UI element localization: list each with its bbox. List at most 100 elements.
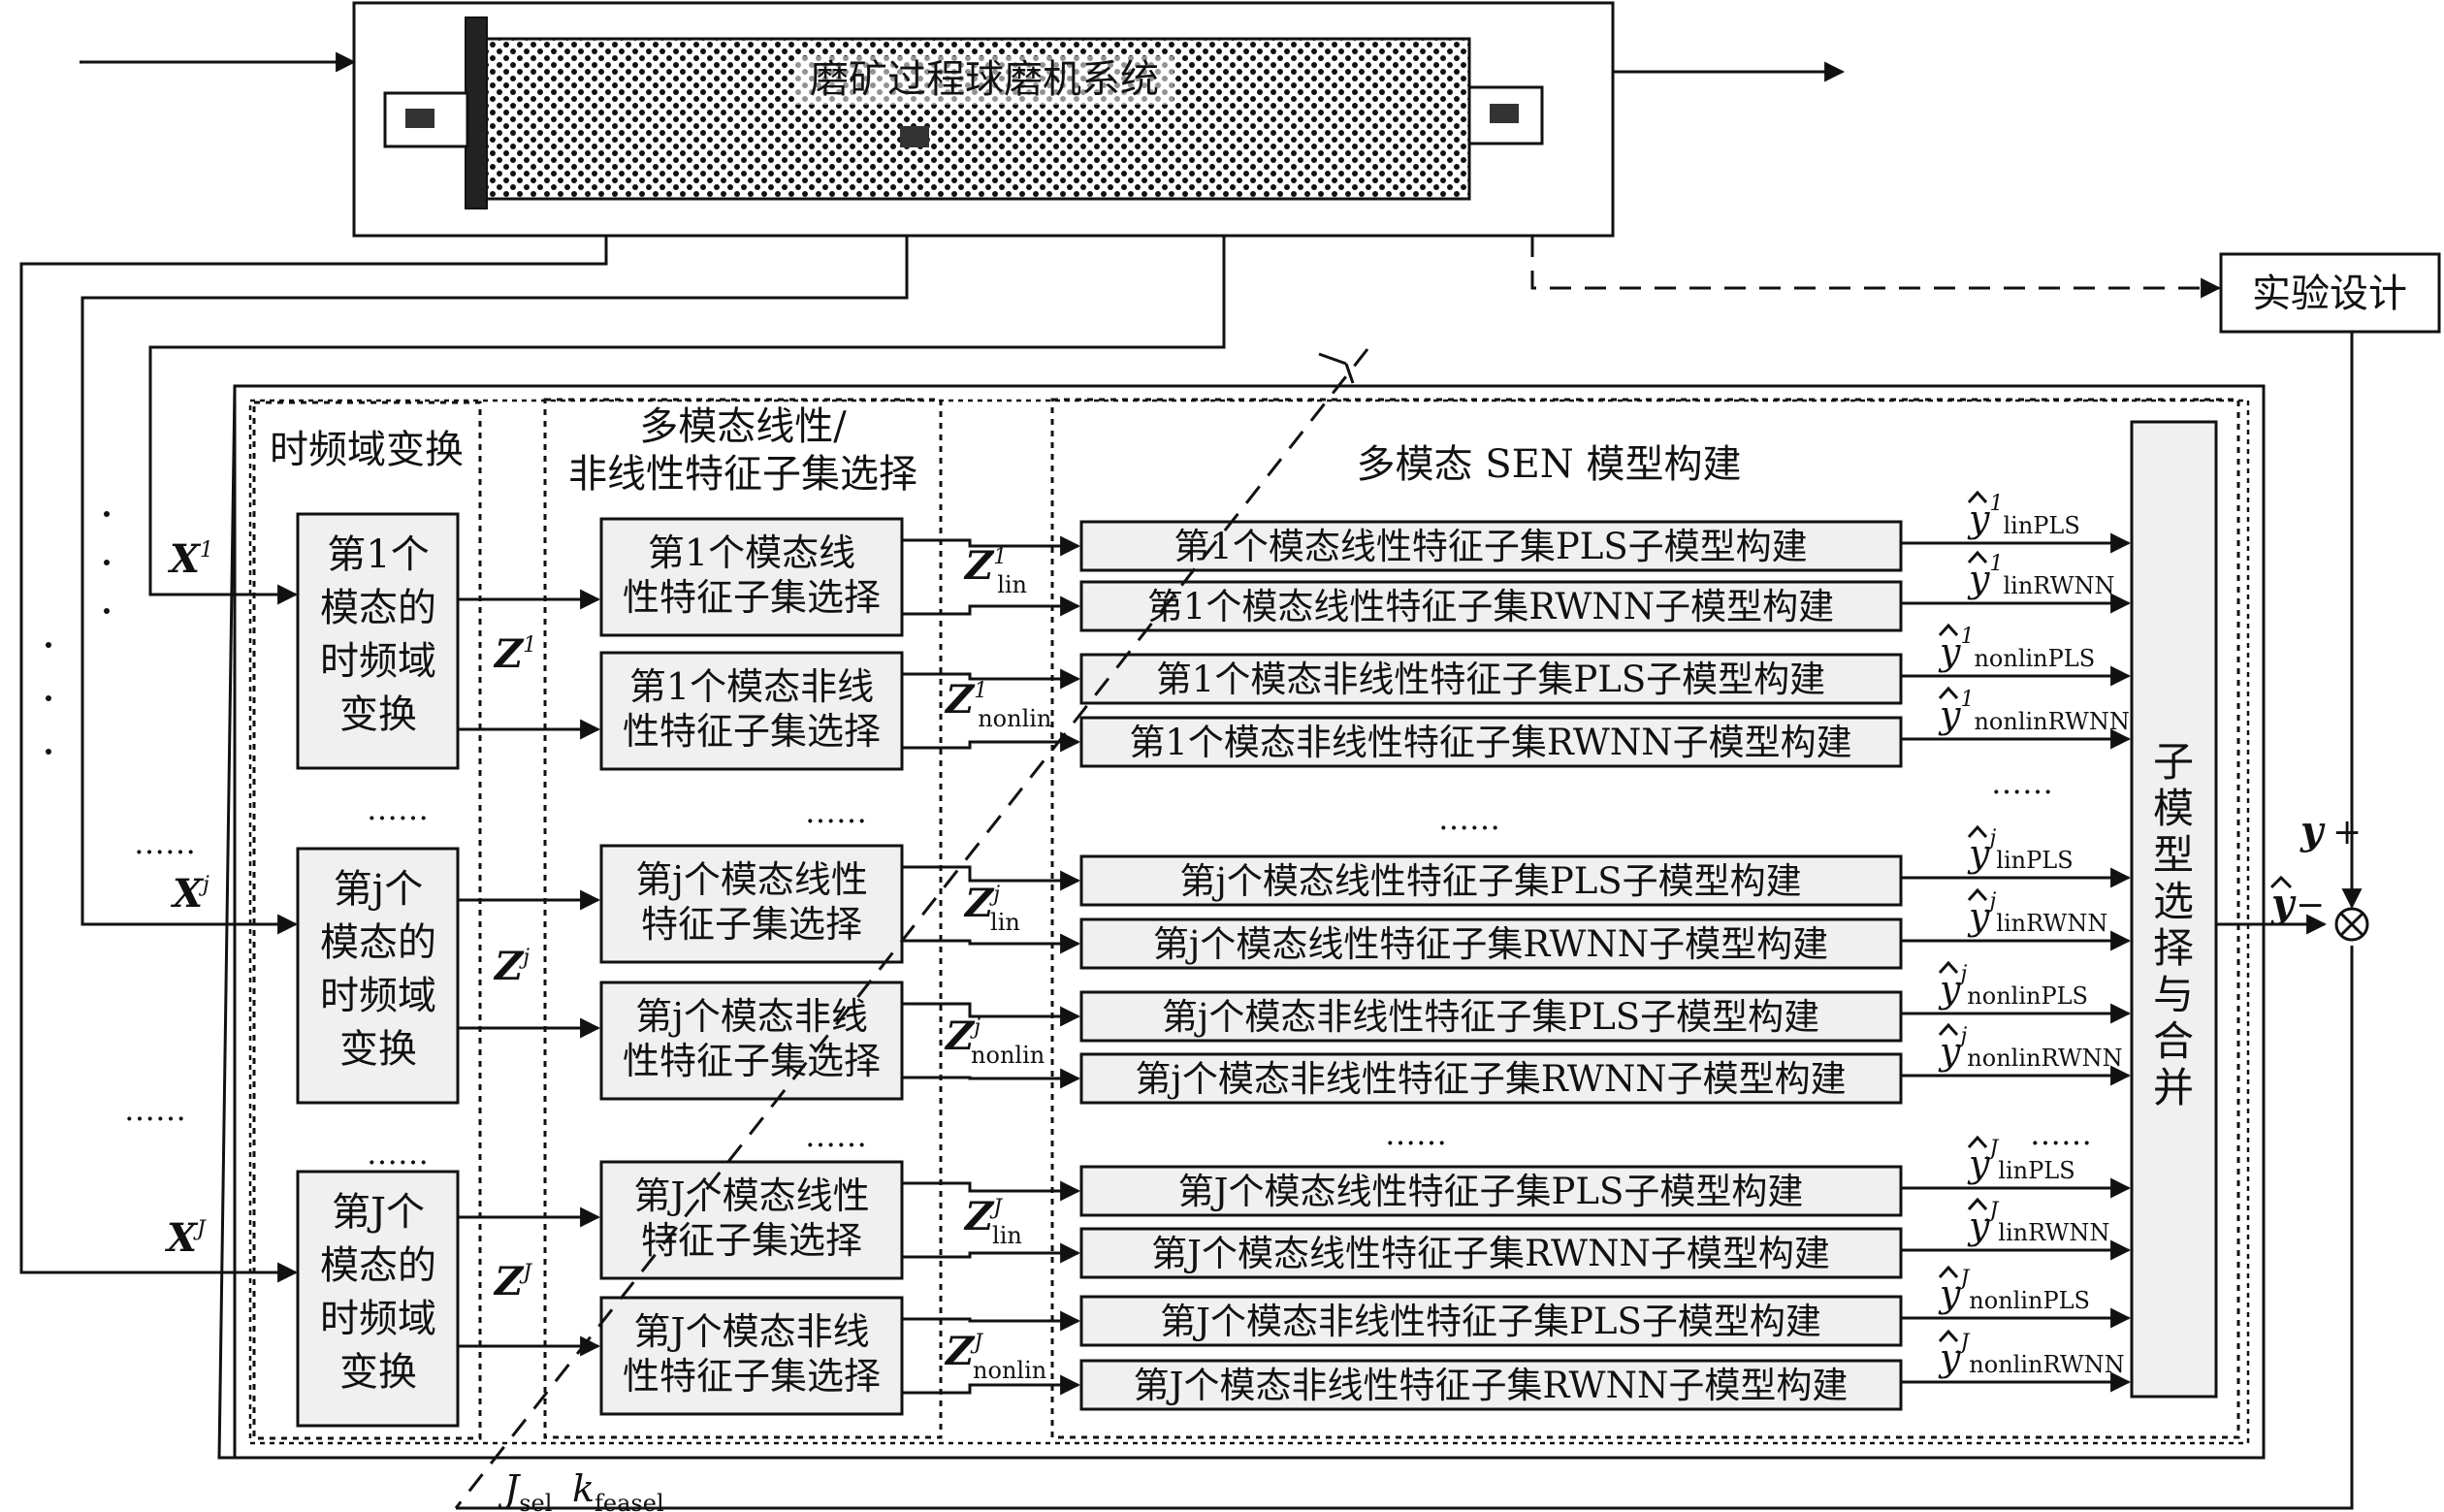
- merge-box-char: 并: [2153, 1064, 2194, 1111]
- transform-box-line: 模态的: [320, 1243, 436, 1288]
- svg-text:y1nonlinRWNN: y1nonlinRWNN: [1938, 688, 2130, 736]
- model-box-label: 第j个模态非线性特征子集PLS子模型构建: [1162, 996, 1819, 1038]
- signal-line-mode-J: [19, 236, 608, 1283]
- selection-to-model-arrow: [902, 1242, 1081, 1264]
- selection-to-model-arrow: [902, 668, 1081, 690]
- selection-boxes: 第1个模态线性特征子集选择第1个模态非线性特征子集选择第j个模态线性特征子集选择…: [458, 517, 904, 1416]
- model-box-label: 第1个模态非线性特征子集RWNN子模型构建: [1129, 722, 1851, 763]
- ellipsis: ……: [124, 1091, 186, 1128]
- selection-box-line: 特征子集选择: [641, 903, 862, 946]
- y-hat-output-label: yJnonlinRWNN: [1938, 1329, 2125, 1379]
- ball-icon: [900, 126, 929, 147]
- bearing-icon: [405, 109, 434, 128]
- model-box-label: 第j个模态线性特征子集PLS子模型构建: [1179, 860, 1801, 902]
- plus-sign: +: [2332, 813, 2362, 853]
- model-box: [1079, 580, 1903, 632]
- selection-box: [599, 981, 904, 1101]
- ellipsis: ……: [2030, 1115, 2092, 1152]
- y-hat-output-label: yJlinPLS: [1967, 1135, 2075, 1185]
- z-feature-label: ZJ: [493, 1259, 532, 1304]
- model-box-label: 第1个模态线性特征子集RWNN子模型构建: [1147, 586, 1834, 627]
- z-feature-label: Z1: [493, 631, 536, 677]
- merge-box-char: 择: [2153, 924, 2194, 972]
- experiment-design-box: [2219, 252, 2441, 334]
- svg-text:y1linPLS: y1linPLS: [1967, 492, 2080, 540]
- y-hat-output-label: y1linPLS: [1967, 490, 2080, 540]
- parameter-label: kfeasel: [572, 1467, 664, 1512]
- bearing-icon: [1490, 104, 1519, 123]
- svg-text:yJlinRWNN: yJlinRWNN: [1967, 1199, 2109, 1247]
- selection-box-line: 第1个模态非线: [629, 665, 874, 708]
- mill-title: 磨矿过程球磨机系统: [810, 57, 1159, 102]
- selection-box-line: 性特征子集选择: [623, 1040, 881, 1082]
- selection-box: [599, 517, 904, 637]
- model-box-label: 第J个模态线性特征子集RWNN子模型构建: [1151, 1233, 1830, 1274]
- selection-box-line: 特征子集选择: [641, 1219, 862, 1262]
- transform-boxes: 第1个模态的时频域变换第j个模态的时频域变换第J个模态的时频域变换……………………: [124, 512, 460, 1428]
- model-box: [1079, 1227, 1903, 1279]
- model-box-label: 第J个模态非线性特征子集RWNN子模型构建: [1134, 1365, 1849, 1406]
- model-box-label: 第1个模态非线性特征子集PLS子模型构建: [1156, 659, 1825, 700]
- x-input-label: X1: [167, 536, 213, 582]
- stage-time-frequency: [252, 401, 482, 1440]
- stage1-header: 时频域变换: [270, 428, 464, 472]
- vertical-ellipsis: [46, 511, 110, 755]
- y-hat-output-label: y1linRWNN: [1967, 550, 2115, 600]
- svg-text:yJnonlinPLS: yJnonlinPLS: [1938, 1267, 2090, 1315]
- selection-box: [599, 1296, 904, 1416]
- stage2-header-line1: 多模态线性/: [639, 404, 847, 449]
- transform-box-line: 模态的: [320, 586, 436, 630]
- y-hat-output-label: yjlinRWNN: [1967, 887, 2107, 938]
- selection-box: [599, 651, 904, 771]
- y-hat-output-label: yjnonlinPLS: [1938, 960, 2088, 1011]
- model-box: [1079, 1295, 1903, 1347]
- transform-box-line: 变换: [339, 1027, 417, 1072]
- model-box: [1079, 917, 1903, 970]
- ellipsis: ……: [1438, 800, 1500, 837]
- model-boxes: 第1个模态线性特征子集PLS子模型构建第1个模态线性特征子集RWNN子模型构建第…: [902, 520, 2132, 1411]
- dashed-line-to-experiment: [1530, 236, 2222, 299]
- model-box: [1079, 1052, 1903, 1105]
- selection-to-model-arrow: [902, 1002, 1081, 1027]
- transform-box-line: 时频域: [320, 1297, 436, 1341]
- svg-text:yjlinRWNN: yjlinRWNN: [1967, 889, 2107, 938]
- transform-box: [296, 847, 460, 1105]
- y-hat-minus-label: y: [2269, 875, 2297, 926]
- transform-box-line: 时频域: [320, 974, 436, 1018]
- merge-box-char: 与: [2153, 971, 2194, 1018]
- merge-box-char: 型: [2153, 831, 2194, 879]
- y-hat-output-label: y1nonlinRWNN: [1938, 686, 2130, 736]
- model-box: [1079, 653, 1903, 705]
- x-input-label: XJ: [164, 1215, 207, 1261]
- x-input-label: Xj: [170, 871, 209, 917]
- ellipsis: ……: [1991, 764, 2053, 801]
- selection-box-line: 第J个模态线性: [633, 1174, 869, 1217]
- stage3-header: 多模态 SEN 模型构建: [1356, 442, 1741, 487]
- minus-sign: −: [2296, 885, 2325, 925]
- stage2-header-line2: 非线性特征子集选择: [568, 452, 917, 497]
- model-box: [1079, 520, 1903, 572]
- y-hat-output-label: yJlinRWNN: [1967, 1197, 2109, 1247]
- svg-text:yJnonlinRWNN: yJnonlinRWNN: [1938, 1331, 2125, 1379]
- selection-box: [599, 844, 904, 964]
- selection-to-model-arrow: [902, 1374, 1081, 1396]
- ellipsis: ……: [134, 824, 196, 861]
- transform-box-line: 第J个: [332, 1190, 425, 1235]
- parameter-dashed-line: [454, 348, 1369, 1509]
- ellipsis: ……: [367, 1135, 429, 1172]
- svg-text:y1nonlinPLS: y1nonlinPLS: [1938, 625, 2095, 673]
- model-box: [1079, 1165, 1903, 1217]
- stage-feature-selection: [543, 398, 943, 1439]
- y-hat-output-label: yjnonlinRWNN: [1938, 1022, 2123, 1073]
- selection-box-line: 第1个模态线: [648, 531, 855, 574]
- model-box-label: 第j个模态非线性特征子集RWNN子模型构建: [1135, 1058, 1846, 1100]
- svg-text:yjnonlinPLS: yjnonlinPLS: [1938, 962, 2088, 1011]
- selection-to-model-arrow: [902, 933, 1081, 954]
